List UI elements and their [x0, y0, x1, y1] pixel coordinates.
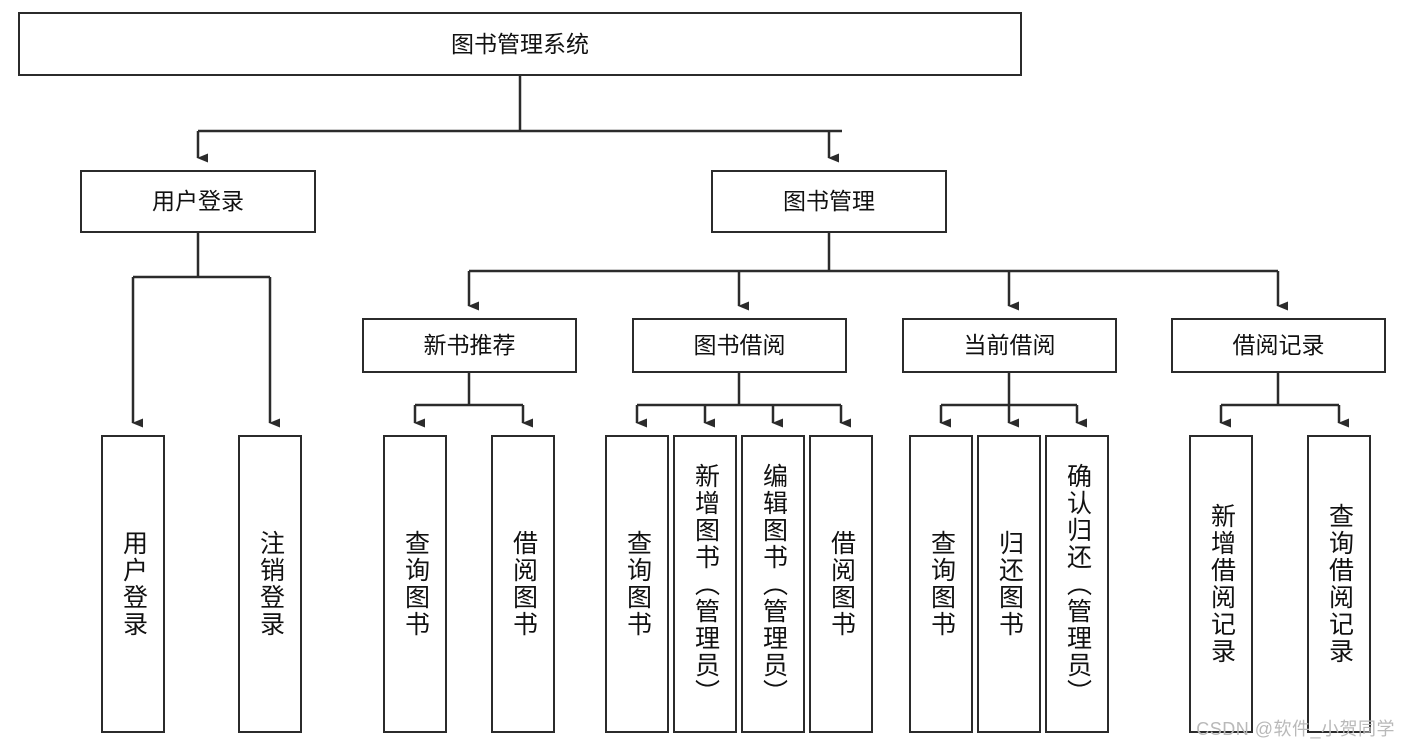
node-label: 新增借阅记录 — [1207, 503, 1236, 665]
node-label: 图书管理系统 — [451, 30, 589, 57]
node-label: 用户登录 — [152, 188, 244, 214]
node-book-borrowing[interactable]: 图书借阅 — [632, 318, 847, 373]
node-current-borrowing[interactable]: 当前借阅 — [902, 318, 1117, 373]
node-label: 查询图书 — [401, 530, 430, 638]
node-label: 图书借阅 — [693, 332, 786, 358]
leaf-edit-book-admin[interactable]: 编辑图书（管理员） — [741, 435, 805, 733]
node-label: 借阅图书 — [509, 530, 538, 638]
node-label: 注销登录 — [256, 530, 285, 638]
node-label: 借阅记录 — [1232, 332, 1325, 358]
leaf-add-borrow-record[interactable]: 新增借阅记录 — [1189, 435, 1253, 733]
node-label: 借阅图书 — [827, 530, 856, 638]
leaf-confirm-return-admin[interactable]: 确认归还（管理员） — [1045, 435, 1109, 733]
node-label: 查询图书 — [623, 530, 652, 638]
node-label: 编辑图书（管理员） — [759, 462, 788, 706]
node-borrow-records[interactable]: 借阅记录 — [1171, 318, 1386, 373]
leaf-query-books-newbook[interactable]: 查询图书 — [383, 435, 447, 733]
node-root-book-management-system[interactable]: 图书管理系统 — [18, 12, 1022, 76]
leaf-query-books-current[interactable]: 查询图书 — [909, 435, 973, 733]
leaf-query-borrow-record[interactable]: 查询借阅记录 — [1307, 435, 1371, 733]
leaf-logout[interactable]: 注销登录 — [238, 435, 302, 733]
node-label: 查询图书 — [927, 530, 956, 638]
node-label: 当前借阅 — [963, 332, 1056, 358]
watermark-text: CSDN @软件_小贺同学 — [1196, 719, 1395, 739]
leaf-query-books-borrow[interactable]: 查询图书 — [605, 435, 669, 733]
node-book-management[interactable]: 图书管理 — [711, 170, 947, 233]
leaf-user-login[interactable]: 用户登录 — [101, 435, 165, 733]
leaf-borrow-books-newbook[interactable]: 借阅图书 — [491, 435, 555, 733]
node-new-book-recommendation[interactable]: 新书推荐 — [362, 318, 577, 373]
leaf-add-book-admin[interactable]: 新增图书（管理员） — [673, 435, 737, 733]
node-label: 新增图书（管理员） — [691, 462, 720, 706]
node-label: 查询借阅记录 — [1325, 503, 1354, 665]
leaf-borrow-books[interactable]: 借阅图书 — [809, 435, 873, 733]
node-label: 归还图书 — [995, 530, 1024, 638]
node-label: 用户登录 — [119, 530, 148, 638]
leaf-return-books[interactable]: 归还图书 — [977, 435, 1041, 733]
node-label: 图书管理 — [783, 188, 875, 214]
node-user-login[interactable]: 用户登录 — [80, 170, 316, 233]
node-label: 新书推荐 — [423, 332, 516, 358]
node-label: 确认归还（管理员） — [1063, 462, 1092, 706]
